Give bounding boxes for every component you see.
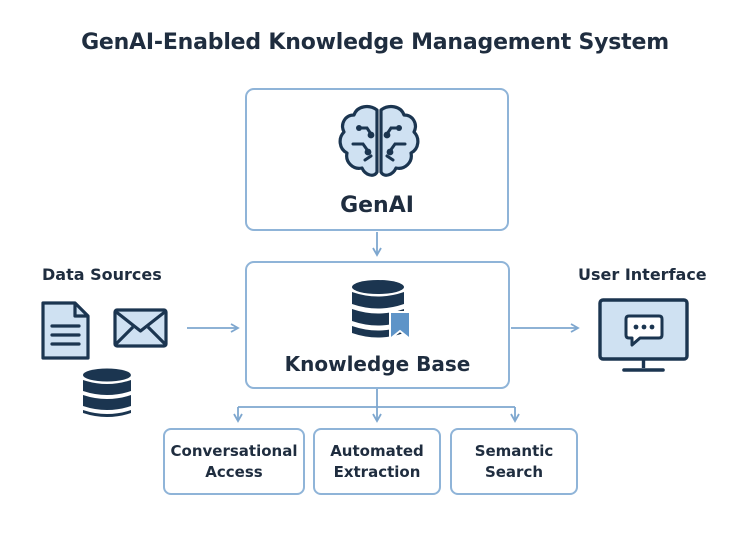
genai-label: GenAI: [340, 193, 414, 218]
function-label-line1: Semantic: [474, 442, 554, 461]
conversational-access-box: Conversational Access: [163, 428, 305, 495]
function-label-line2: Search: [484, 462, 544, 481]
envelope-icon: [113, 308, 168, 348]
diagram-title: GenAI-Enabled Knowledge Management Syste…: [81, 30, 669, 55]
database-icon: [83, 368, 131, 417]
monitor-chat-icon: [598, 298, 689, 372]
brain-circuit-icon: [338, 104, 420, 177]
function-label-line1: Automated: [330, 442, 424, 461]
document-icon: [41, 301, 90, 360]
knowledge-base-node: Knowledge Base: [245, 261, 510, 389]
function-label-line2: Extraction: [333, 462, 421, 481]
automated-extraction-box: Automated Extraction: [313, 428, 441, 495]
user-interface-label: User Interface: [578, 265, 707, 284]
semantic-search-box: Semantic Search: [450, 428, 578, 495]
genai-node: GenAI: [245, 88, 509, 231]
function-label-line1: Conversational: [170, 442, 298, 461]
function-label-line2: Access: [205, 462, 263, 481]
data-sources-label: Data Sources: [42, 265, 162, 284]
database-bookmark-icon: [352, 280, 411, 341]
knowledge-base-label: Knowledge Base: [284, 352, 471, 376]
